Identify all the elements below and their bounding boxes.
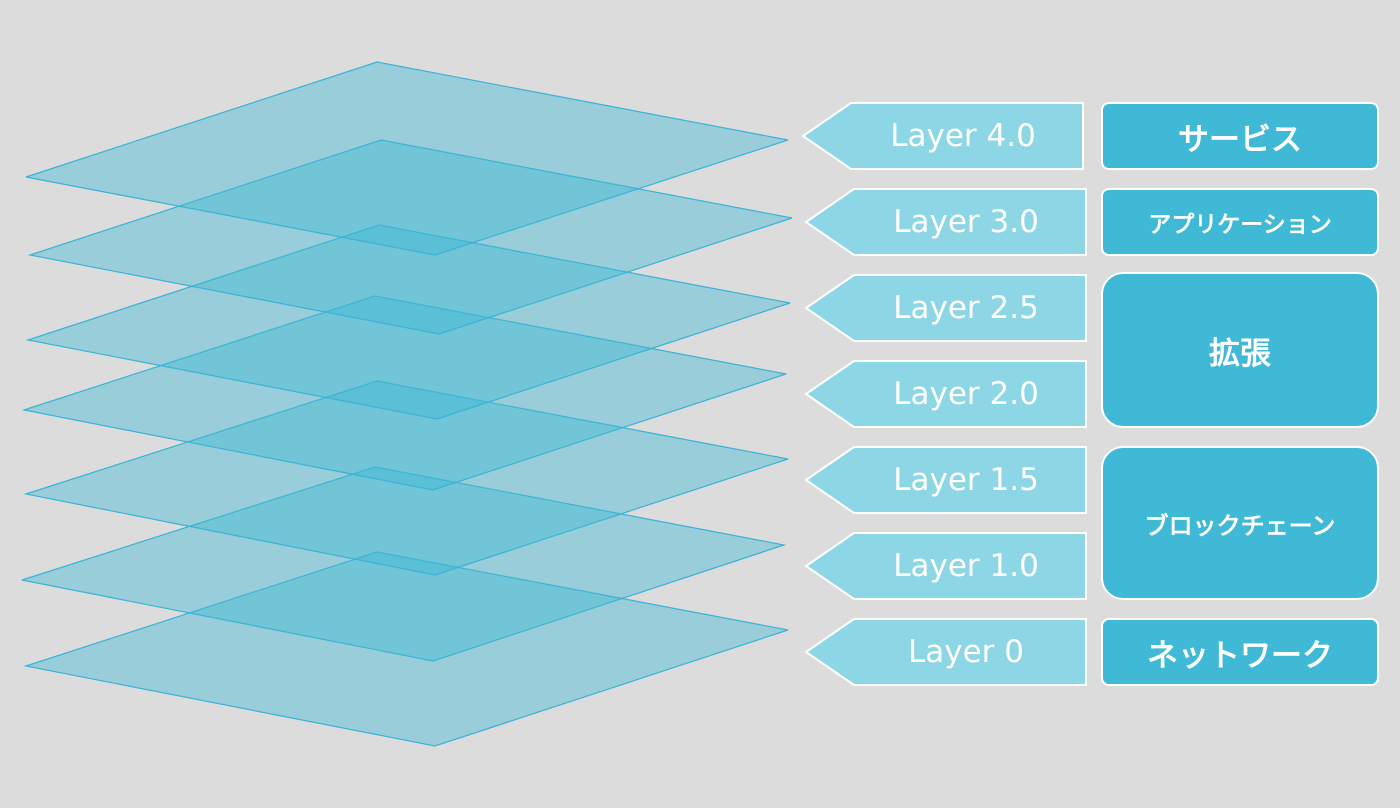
plane-layer-2-5 bbox=[25, 224, 791, 420]
tag-label: Layer 2.5 bbox=[893, 290, 1039, 326]
tag-label: Layer 1.5 bbox=[893, 462, 1039, 498]
layer-tag-2-5: Layer 2.5 bbox=[804, 274, 1088, 342]
layer-tag-2-0: Layer 2.0 bbox=[804, 360, 1088, 428]
tag-arrow-shape bbox=[801, 102, 1084, 170]
category-service: サービス bbox=[1101, 102, 1379, 170]
plane-layer-2-0 bbox=[21, 295, 787, 491]
category-extension: 拡張 bbox=[1101, 272, 1379, 428]
tag-label: Layer 4.0 bbox=[890, 118, 1036, 154]
plane-layer-1-5 bbox=[23, 380, 789, 576]
layer-tag-1-0: Layer 1.0 bbox=[804, 532, 1088, 600]
tag-label: Layer 0 bbox=[907, 634, 1024, 670]
tag-arrow-shape bbox=[804, 446, 1087, 514]
tag-label: Layer 1.0 bbox=[893, 548, 1039, 584]
tag-arrow-shape bbox=[804, 618, 1087, 686]
plane-layer-1-0 bbox=[21, 466, 787, 662]
tag-arrow-shape bbox=[804, 274, 1087, 342]
tag-arrow-shape bbox=[804, 532, 1087, 600]
tag-label: Layer 3.0 bbox=[893, 204, 1039, 240]
tag-arrow-shape bbox=[804, 188, 1087, 256]
tag-arrow-shape bbox=[804, 360, 1087, 428]
category-blockchain: ブロックチェーン bbox=[1101, 446, 1379, 600]
layer-tag-0: Layer 0 bbox=[804, 618, 1088, 686]
plane-layer-0 bbox=[23, 551, 789, 747]
plane-layer-3-0 bbox=[27, 139, 793, 335]
tag-label: Layer 2.0 bbox=[893, 376, 1039, 412]
layer-tag-1-5: Layer 1.5 bbox=[804, 446, 1088, 514]
category-network: ネットワーク bbox=[1101, 618, 1379, 686]
plane-layer-4-0 bbox=[25, 61, 789, 256]
layer-tag-3-0: Layer 3.0 bbox=[804, 188, 1088, 256]
category-application: アプリケーション bbox=[1101, 188, 1379, 256]
layer-tag-4-0: Layer 4.0 bbox=[801, 102, 1085, 170]
